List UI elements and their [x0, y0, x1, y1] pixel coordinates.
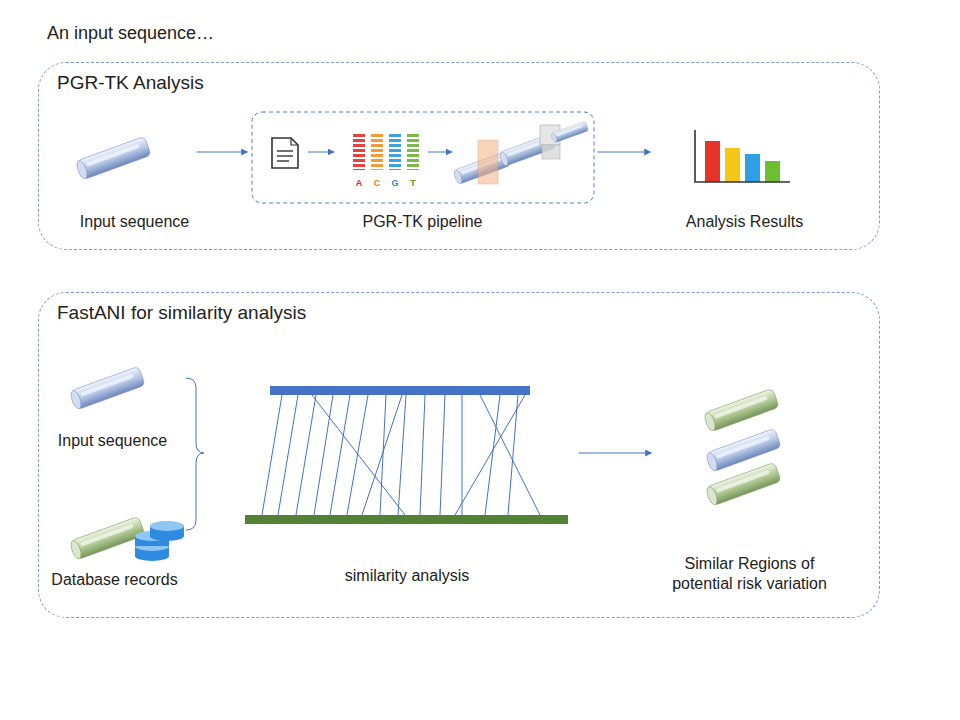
- graph-blocks: [478, 140, 498, 184]
- group-panel: FastANI for similarity analysisInput seq…: [38, 292, 880, 618]
- bar-chart-icon: [705, 141, 720, 182]
- alignment-figure: [362, 395, 402, 515]
- alignment-figure: [314, 395, 333, 515]
- base-letter: A: [356, 178, 363, 188]
- bracket: [186, 378, 204, 530]
- group-panel: PGR-TK AnalysisInput sequence PGR-TK pipe…: [38, 62, 880, 250]
- icon-node: similarity analysis: [240, 380, 575, 586]
- node-label: similarity analysis: [345, 566, 469, 586]
- pipeline-frame: [252, 112, 594, 203]
- base-bars: [389, 134, 401, 170]
- document-icon: [277, 150, 293, 151]
- result-sequences-icon: [703, 388, 781, 506]
- node-label: Analysis Results: [686, 212, 803, 232]
- document-icon: [291, 138, 298, 145]
- base-letter-wrap: C: [374, 172, 381, 190]
- pipeline-arrows: [308, 152, 334, 153]
- base-letter: G: [391, 178, 398, 188]
- base-bars: [353, 134, 365, 170]
- alignment-figure: [270, 386, 530, 395]
- database-icon: [135, 551, 169, 561]
- alignment-figure: [245, 386, 568, 524]
- sequence-icon: [69, 366, 145, 410]
- flow-arrow: [598, 152, 651, 153]
- base-letter-wrap: A: [356, 172, 363, 190]
- document-icon: [272, 138, 298, 168]
- bar-chart-icon: [765, 161, 780, 182]
- node-label: Database records: [51, 570, 177, 590]
- alignment-figure: [380, 395, 386, 515]
- icon-node: Similar Regions of potential risk variat…: [656, 390, 844, 594]
- sequence-icon: [75, 136, 151, 180]
- node-label: Input sequence: [80, 212, 189, 232]
- bar-chart-icon: [745, 154, 760, 182]
- title: An input sequence…: [47, 23, 214, 43]
- alignment-figure: [462, 395, 463, 515]
- title-wrap: An input sequence…: [47, 22, 214, 44]
- alignment-figure: [296, 395, 316, 515]
- icon-node: Input sequence: [48, 365, 178, 451]
- node-label: Input sequence: [58, 431, 167, 451]
- bar-chart-icon: [725, 148, 740, 182]
- result-sequences-icon: [703, 388, 779, 432]
- database-icon: [150, 521, 184, 531]
- flow-arrow: [197, 152, 248, 153]
- base-letter-wrap: T: [410, 172, 416, 190]
- base-bars: [371, 134, 383, 170]
- alignment-figure: [455, 395, 525, 515]
- alignment-figure: [312, 395, 405, 515]
- database-icon: [69, 516, 184, 561]
- alignment-figure: [347, 395, 368, 515]
- pipeline-arrows: [428, 152, 452, 153]
- result-sequences-icon: [705, 462, 781, 506]
- bar-chart-icon: [695, 130, 790, 182]
- sequence-icon: [69, 366, 145, 410]
- alignment-figure: [440, 395, 445, 515]
- base-letter-wrap: G: [391, 172, 398, 190]
- alignment-figure: [420, 395, 425, 515]
- flow-arrow: [579, 453, 652, 454]
- base-bars: [407, 134, 419, 170]
- alignment-figure: [278, 395, 298, 515]
- alignment-figure: [330, 395, 350, 515]
- document-icon: [277, 160, 289, 161]
- icon-node: Analysis Results: [655, 120, 835, 232]
- panel-title: FastANI for similarity analysis: [57, 301, 861, 325]
- alignment-figure: [245, 515, 568, 524]
- node-label: Similar Regions of potential risk variat…: [660, 554, 840, 594]
- graph-blocks: [550, 121, 588, 143]
- sequence-icon: [75, 136, 151, 180]
- icon-node: PGR-TK pipeline: [252, 112, 594, 232]
- icon-node: Input sequence: [75, 120, 195, 232]
- alignment-figure: [398, 395, 406, 515]
- icon-node: Database records: [40, 505, 190, 590]
- base-letter: C: [374, 178, 381, 188]
- bar-chart-icon: [695, 130, 790, 182]
- database-icon: [150, 531, 184, 541]
- document-icon: [277, 155, 293, 156]
- alignment-figure: [262, 395, 282, 515]
- base-bars: [359, 134, 413, 170]
- panel-title: PGR-TK Analysis: [57, 71, 861, 95]
- node-label: PGR-TK pipeline: [362, 212, 482, 232]
- document-icon: [272, 138, 298, 168]
- graph-blocks: [542, 145, 560, 159]
- alignment-figure: [480, 395, 540, 515]
- database-icon: [69, 516, 145, 560]
- alignment-figure: [485, 395, 500, 515]
- graph-blocks: [453, 121, 589, 185]
- base-letter: T: [410, 178, 416, 188]
